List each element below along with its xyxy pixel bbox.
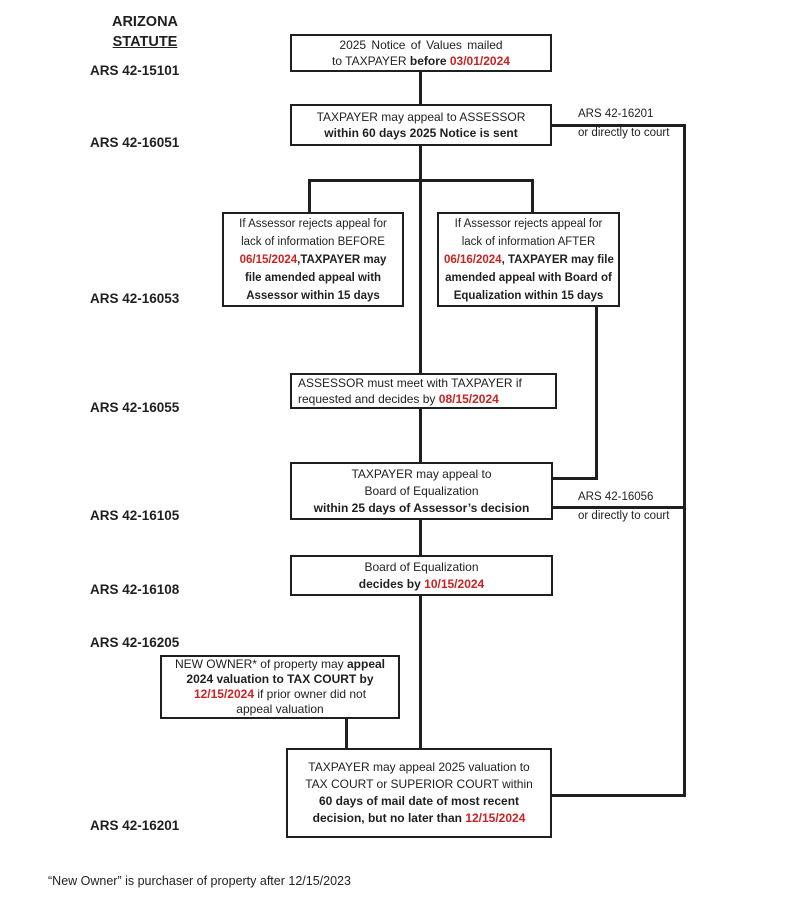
court-option-mid-text: or directly to court [578,510,670,522]
boe-appeal-line2: Board of Equalization [364,483,479,498]
connector-branch-horizontal [308,179,534,182]
reject-after-line1: If Assessor rejects appeal for [454,217,603,230]
connector-notice-to-appeal [419,72,422,104]
assessor-meet-date: 08/15/2024 [438,392,499,406]
connector-after-to-boe [553,477,598,480]
final-appeal-date: 12/15/2024 [465,811,526,825]
statute-label-42-16205: ARS 42-16205 [90,635,180,650]
court-option-top-statute: ARS 42-16201 [578,108,654,120]
new-owner-line1: NEW OWNER* of property may appeal [174,657,386,671]
boe-appeal-line1: TAXPAYER may appeal to [351,466,492,481]
statute-column-title: ARIZONA STATUTE [86,12,204,52]
assessor-meet-line1: ASSESSOR must meet with TAXPAYER if [298,375,522,390]
court-option-mid-statute: ARS 42-16056 [578,491,654,503]
statute-label-42-16053: ARS 42-16053 [90,291,180,306]
connector-appeal-to-court [552,124,686,127]
new-owner-line3: 12/15/2024 if prior owner did not [193,687,367,701]
boe-appeal-box: TAXPAYER may appeal to Board of Equaliza… [290,462,553,520]
connector-after-down [595,307,598,480]
new-owner-box: NEW OWNER* of property may appeal 2024 v… [160,655,400,719]
boe-decides-box: Board of Equalization decides by 10/15/2… [290,555,553,596]
connector-branch-left-drop [308,179,311,212]
reject-before-box: If Assessor rejects appeal for lack of i… [222,212,404,307]
boe-appeal-line3: within 25 days of Assessor’s decision [313,500,530,515]
connector-court-vertical [683,124,686,797]
boe-decides-line2: decides by 10/15/2024 [358,576,485,591]
boe-decides-line1: Board of Equalization [364,560,479,574]
reject-after-line3: 06/16/2024, TAXPAYER may file [444,253,614,266]
connector-meet-to-boe [419,409,422,462]
assessor-appeal-line1: TAXPAYER may appeal to ASSESSOR [316,109,526,124]
final-appeal-line4: decision, but no later than 12/15/2024 [312,811,526,825]
connector-decides-to-final [419,596,422,748]
reject-before-line2: lack of information BEFORE [241,235,385,248]
connector-boe-to-decides [419,520,422,555]
final-appeal-box: TAXPAYER may appeal 2025 valuation to TA… [286,748,552,838]
court-option-top-text: or directly to court [578,127,670,139]
notice-line1: 2025 Notice of Values mailed [339,37,503,52]
reject-after-line5: Equalization within 15 days [453,289,604,302]
reject-after-line4: amended appeal with Board of [445,271,612,284]
statute-label-42-16105: ARS 42-16105 [90,508,180,523]
statute-label-42-16051: ARS 42-16051 [90,135,180,150]
boe-decides-date: 10/15/2024 [424,576,485,591]
reject-after-line2: lack of information AFTER [461,235,596,248]
final-appeal-line3: 60 days of mail date of most recent [318,794,520,808]
notice-of-values-box: 2025 Notice of Values mailed to TAXPAYER… [290,34,552,72]
notice-date: 03/01/2024 [449,54,510,68]
new-owner-line2: 2024 valuation to TAX COURT by [186,672,374,686]
connector-boe-to-court [553,506,686,509]
reject-after-box: If Assessor rejects appeal for lack of i… [437,212,620,307]
reject-before-line4: file amended appeal with [244,271,382,284]
assessor-meet-line2: requested and decides by 08/15/2024 [298,392,499,406]
connector-newowner-to-final [345,719,348,748]
connector-branch-right-drop [531,179,534,212]
statute-label-42-16108: ARS 42-16108 [90,582,180,597]
reject-before-line1: If Assessor rejects appeal for [239,217,387,230]
reject-before-date: 06/15/2024 [239,253,298,266]
reject-before-line5: Assessor within 15 days [246,289,380,302]
notice-line2: to TAXPAYER before 03/01/2024 [332,54,510,68]
connector-appeal-to-meet [419,146,422,373]
title-line-arizona: ARIZONA [111,14,179,30]
assessor-appeal-box: TAXPAYER may appeal to ASSESSOR within 6… [290,104,552,146]
final-appeal-line2: TAX COURT or SUPERIOR COURT within [305,777,533,791]
reject-after-date: 06/16/2024 [444,253,502,266]
connector-court-to-final [552,794,686,797]
reject-before-line3: 06/15/2024,TAXPAYER may [239,253,387,266]
final-appeal-line1: TAXPAYER may appeal 2025 valuation to [308,760,530,774]
title-line-statute: STATUTE [112,34,178,50]
court-option-label-mid: ARS 42-16056 or directly to court [578,488,669,526]
statute-label-42-15101: ARS 42-15101 [90,63,180,78]
court-option-label-top: ARS 42-16201 or directly to court [578,105,669,143]
assessor-appeal-line2: within 60 days 2025 Notice is sent [324,126,518,140]
statute-label-42-16055: ARS 42-16055 [90,400,180,415]
assessor-meet-box: ASSESSOR must meet with TAXPAYER if requ… [290,373,557,409]
new-owner-date: 12/15/2024 [193,687,254,701]
new-owner-line4: appeal valuation [236,702,324,716]
statute-label-42-16201: ARS 42-16201 [90,818,180,833]
new-owner-footnote: “New Owner” is purchaser of property aft… [48,874,351,888]
